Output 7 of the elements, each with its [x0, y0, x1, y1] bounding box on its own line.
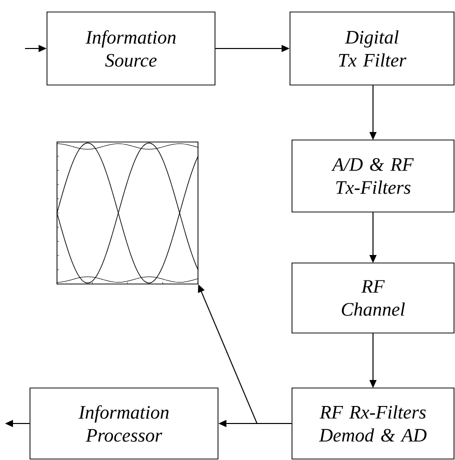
process-box: RF Rx-Filters Demod & AD [292, 388, 454, 460]
process-box: Information Processor [30, 388, 218, 460]
process-box: Digital Tx Filter [290, 12, 454, 86]
process-box: Information Source [46, 12, 216, 86]
process-box: A/D & RF Tx-Filters [292, 140, 454, 212]
process-box: RF Channel [292, 262, 454, 334]
eye-diagram-drawing [56, 142, 198, 284]
